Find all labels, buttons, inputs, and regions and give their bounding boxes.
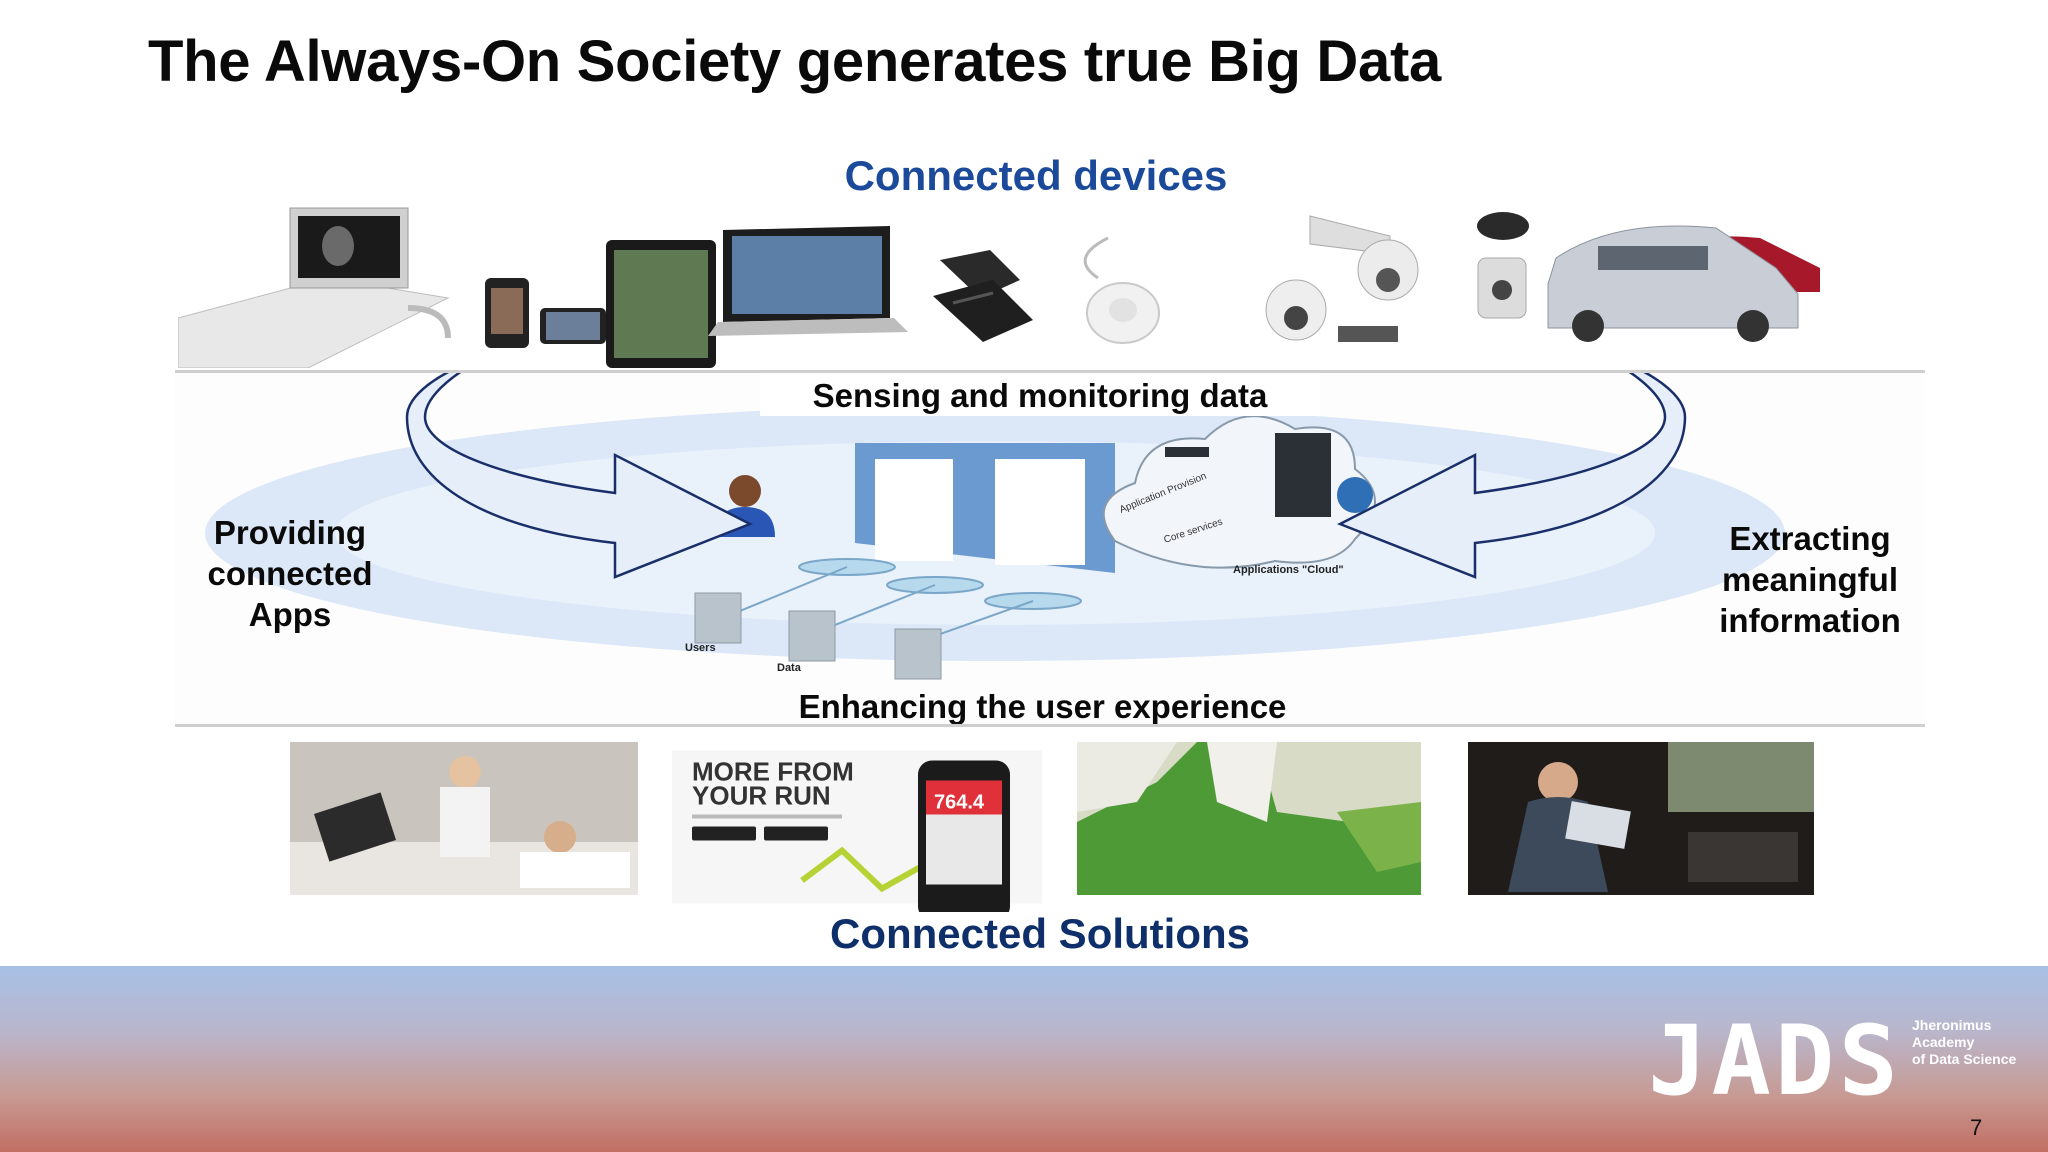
- page-number: 7: [1970, 1115, 1983, 1140]
- wearable-devices-image: [933, 250, 1033, 342]
- data-servers-graphic: [694, 592, 942, 680]
- jads-logo-line1: Jheronimus: [1912, 1017, 1992, 1033]
- jads-wordmark: JADS: [1648, 1012, 1902, 1102]
- cloud-diagram-label: Applications "Cloud": [1233, 564, 1344, 576]
- pendant-device-image: [1083, 236, 1160, 344]
- right-curved-arrow: [1336, 373, 1687, 579]
- footer-band: [0, 966, 2048, 1152]
- svg-text:YOUR RUN: YOUR RUN: [692, 781, 831, 811]
- jads-logo-line3: of Data Science: [1912, 1051, 2016, 1067]
- left-curved-arrow: [405, 373, 754, 579]
- cycle-diagram: Users Data Application Provision Core se…: [175, 373, 1925, 725]
- connected-solutions-heading: Connected Solutions: [830, 910, 1250, 957]
- jads-logo: JADS Jheronimus Academy of Data Science: [1648, 1012, 2016, 1102]
- cloud-graphic: [1102, 415, 1376, 569]
- running-app-image: MORE FROM YOUR RUN 764.4: [672, 750, 1042, 912]
- sensing-label: Sensing and monitoring data: [760, 375, 1320, 416]
- server-window-graphic: [855, 443, 1115, 573]
- city-map-image: [1077, 742, 1421, 895]
- ultrasound-machine-image: [178, 207, 451, 368]
- svg-text:MORE FROM: MORE FROM: [692, 757, 854, 787]
- users-diagram-label: Users: [685, 642, 716, 654]
- security-cameras-image: [1265, 212, 1529, 342]
- jads-logo-line2: Academy: [1912, 1034, 1974, 1050]
- slide-title: The Always-On Society generates true Big…: [148, 29, 1441, 94]
- hospital-tablet-image: [290, 742, 638, 895]
- enhancing-label: Enhancing the user experience: [798, 688, 1287, 725]
- connected-devices-heading: Connected devices: [844, 152, 1228, 199]
- extracting-info-label: Extracting meaningful information: [1719, 520, 1901, 639]
- mobile-devices-image: [485, 226, 908, 368]
- providing-apps-label: Providing connected Apps: [207, 514, 373, 633]
- top-divider: [175, 370, 1925, 373]
- device-strip: [178, 207, 1820, 368]
- network-lines: [734, 558, 1082, 644]
- car-passenger-image: [1468, 742, 1814, 895]
- bottom-divider: [175, 724, 1925, 727]
- data-diagram-label: Data: [777, 662, 802, 674]
- svg-text:764.4: 764.4: [934, 792, 985, 814]
- cars-image: [1547, 225, 1820, 342]
